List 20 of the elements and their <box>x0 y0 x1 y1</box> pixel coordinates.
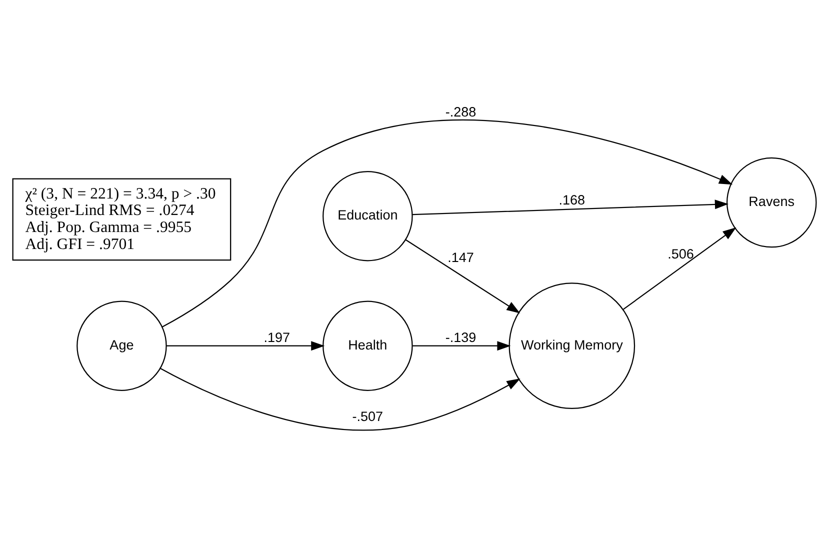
node-circle: Age <box>76 300 167 390</box>
node-box: χ² (3, N = 221) = 3.34, p > .30 Steiger-Lind RMS = .0274 Adj. Pop. Gamma = .9955 Adj. GFI = .9701 <box>12 178 232 260</box>
edge-label: -.139 <box>445 330 476 345</box>
edge-label: .147 <box>448 249 474 264</box>
arrow <box>623 226 736 310</box>
arrow <box>412 199 728 215</box>
edge-label: .506 <box>668 246 694 262</box>
arrow <box>166 340 325 350</box>
arrow <box>412 340 511 350</box>
edge-label: .197 <box>264 330 290 345</box>
edge-label: -.507 <box>352 408 384 424</box>
node-circle: Education <box>322 170 413 261</box>
arrow <box>160 368 520 430</box>
node-circle: Ravens <box>726 156 817 248</box>
edge-label: -.288 <box>445 104 476 119</box>
arrow <box>162 119 733 327</box>
arrow <box>406 238 520 313</box>
node-circle: Working Memory <box>508 282 636 409</box>
edge-label: .168 <box>558 192 586 207</box>
node-circle: Health <box>322 300 413 390</box>
